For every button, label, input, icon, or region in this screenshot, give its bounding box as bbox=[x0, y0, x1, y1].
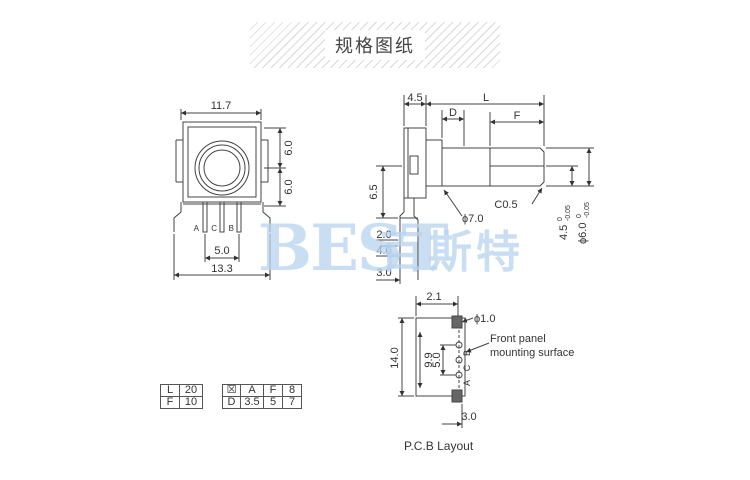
table-cell: A bbox=[240, 384, 264, 397]
side-bushing bbox=[425, 139, 443, 187]
front-view bbox=[173, 109, 286, 280]
pcb-note-line2: mounting surface bbox=[490, 347, 574, 359]
bushing-dia-label: ϕ7.0 bbox=[462, 213, 483, 225]
front-body-outline bbox=[182, 121, 262, 203]
dim-width-bottom: 13.3 bbox=[211, 263, 232, 275]
dim-width-top: 11.7 bbox=[211, 100, 232, 112]
mount-pad-bottom bbox=[451, 389, 463, 403]
shaft-circle bbox=[203, 149, 241, 187]
front-body-inner bbox=[187, 126, 257, 198]
table-cell: F bbox=[263, 384, 283, 397]
pcb-dim-14: 14.0 bbox=[389, 347, 401, 368]
pcb-layout bbox=[398, 296, 490, 428]
table-cell: 3.5 bbox=[240, 396, 264, 409]
table-cell: 8 bbox=[282, 384, 302, 397]
mount-leg-right bbox=[262, 202, 271, 232]
dim-3: 3.0 bbox=[376, 267, 391, 279]
pcb-dim-top: 2.1 bbox=[426, 291, 441, 303]
side-shaft bbox=[490, 147, 545, 187]
dim-front: 4.5 bbox=[407, 92, 422, 104]
pin-b-shape bbox=[236, 201, 242, 233]
bushing-inner-circle bbox=[198, 144, 246, 192]
dim-height-lower: 6.0 bbox=[283, 179, 295, 194]
leader-hole-dia bbox=[461, 317, 474, 323]
table-cell: 20 bbox=[179, 384, 203, 397]
shaft-flat-tol-upper: 0 bbox=[557, 217, 564, 221]
chamfer-label: C0.5 bbox=[494, 199, 517, 211]
pcb-dim-5: 5.0 bbox=[431, 352, 443, 367]
pcb-pin-a: A bbox=[462, 380, 472, 386]
table-cell: 5 bbox=[263, 396, 283, 409]
dim-height-upper: 6.0 bbox=[283, 140, 295, 155]
pin-label-b: B bbox=[229, 224, 234, 233]
dim-length: L bbox=[483, 92, 489, 104]
dim-f: F bbox=[514, 110, 521, 122]
leader-mount-surface bbox=[465, 342, 490, 353]
table-cell: 7 bbox=[282, 396, 302, 409]
table-row: F 10 bbox=[160, 396, 203, 409]
mount-leg-left bbox=[173, 202, 182, 232]
table-cell: 10 bbox=[179, 396, 203, 409]
dim-pin-pitch: 5.0 bbox=[214, 245, 229, 257]
table-cell: ☒ bbox=[222, 384, 241, 397]
mount-pad-top bbox=[451, 315, 463, 329]
dim-2: 2.0 bbox=[376, 229, 391, 241]
dim-d: D bbox=[449, 107, 457, 119]
leader-chamfer bbox=[531, 187, 543, 205]
table-row: L 20 bbox=[160, 384, 203, 397]
shaft-flat-tol-lower: -0.05 bbox=[565, 205, 572, 221]
pcb-note-line1: Front panel bbox=[490, 333, 546, 345]
table-row: ☒ A F 8 bbox=[222, 384, 302, 397]
dim-height: 6.5 bbox=[368, 184, 380, 199]
side-detent bbox=[409, 155, 419, 175]
pcb-caption: P.C.B Layout bbox=[404, 439, 474, 453]
bushing-outer-circle bbox=[194, 140, 250, 196]
table-cell: L bbox=[160, 384, 180, 397]
table-cell: D bbox=[222, 396, 241, 409]
table-row: D 3.5 5 7 bbox=[222, 396, 302, 409]
spec-table-length: L 20 F 10 bbox=[160, 384, 203, 409]
shaft-flat-dim: 4.5 0 -0.05 bbox=[557, 205, 572, 240]
title-banner: 规格图纸 bbox=[250, 22, 500, 68]
pin-label-a: A bbox=[194, 224, 200, 233]
spec-table-shaft: ☒ A F 8 D 3.5 5 7 bbox=[222, 384, 302, 409]
pcb-hole-dia: ϕ1.0 bbox=[474, 313, 495, 325]
pcb-outline bbox=[415, 317, 466, 397]
side-bushing-thread bbox=[441, 147, 491, 187]
pcb-dim-99: 9.9 bbox=[423, 352, 435, 367]
shaft-dia-dim: ϕ6.0 0 -0.05 bbox=[576, 202, 591, 244]
pin-a-shape bbox=[202, 201, 208, 233]
dim-4: 4.0 bbox=[376, 245, 391, 257]
table-cell: F bbox=[160, 396, 180, 409]
shaft-dia-base: ϕ6.0 bbox=[577, 223, 589, 244]
pin-c-shape bbox=[219, 201, 225, 233]
pin-label-c: C bbox=[211, 224, 217, 233]
leader-bushing-dia bbox=[443, 189, 463, 217]
page-title: 规格图纸 bbox=[325, 30, 425, 60]
pcb-pin-c: C bbox=[462, 364, 472, 371]
pcb-pin-b: B bbox=[462, 350, 472, 356]
shaft-flat-base: 4.5 bbox=[558, 225, 570, 240]
shaft-dia-tol-lower: -0.05 bbox=[584, 202, 591, 218]
side-body bbox=[403, 127, 427, 199]
shaft-dia-tol-upper: 0 bbox=[576, 214, 583, 218]
pcb-dim-bottom: 3.0 bbox=[461, 411, 476, 423]
side-view bbox=[376, 95, 594, 284]
